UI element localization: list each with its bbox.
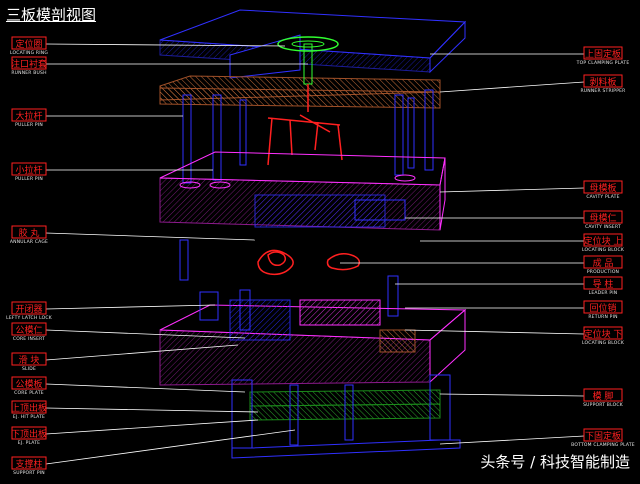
- right-label-en: TOP CLAMPING PLATE: [576, 60, 630, 66]
- left-label-zh: 定位圈: [15, 38, 42, 50]
- leader-line: [45, 429, 296, 465]
- left-label-en: LEFTY LATCH LOCK: [6, 315, 53, 321]
- left-label-zh: 下顶出板: [11, 428, 47, 440]
- left-label-zh: 公模板: [15, 378, 42, 390]
- right-label-zh: 下固定板: [585, 430, 621, 442]
- left-label-zh: 上顶出板: [11, 402, 47, 414]
- leader-lines: [45, 43, 585, 465]
- left-label-zh: 滑 块: [19, 354, 40, 366]
- right-label-en: LOCATING BLOCK: [582, 247, 625, 253]
- left-label-en: SUPPORT PIN: [13, 470, 45, 476]
- right-label-en: CAVITY PLATE: [586, 194, 619, 200]
- runner-stripper-plate: [159, 75, 441, 109]
- leader-line: [45, 383, 246, 393]
- right-label-en: BOTTOM CLAMPING PLATE: [571, 442, 635, 448]
- right-label-zh: 剥料板: [589, 76, 616, 88]
- left-label-en: RUNNER BUSH: [11, 70, 46, 76]
- left-label-en: CORE INSERT: [13, 336, 45, 342]
- right-label-zh: 导 柱: [593, 278, 614, 290]
- leader-line: [45, 329, 246, 339]
- left-label-zh: 小拉杆: [15, 164, 42, 176]
- page-title: 三板模剖视图: [6, 6, 97, 24]
- leader-line: [45, 232, 256, 241]
- left-label-en: ANNULAR CAGE: [10, 239, 48, 245]
- left-label-en: EJ. HIT PLATE: [13, 414, 45, 420]
- leader-line: [45, 419, 259, 435]
- right-label-en: RUNNER STRIPPER: [580, 88, 625, 94]
- right-label-zh: 母模板: [589, 182, 616, 194]
- runner-system: [267, 84, 343, 166]
- watermark-text: 头条号 / 科技智能制造: [480, 453, 630, 471]
- leader-line: [45, 407, 259, 413]
- left-label-en: PULLER PIN: [15, 122, 43, 128]
- right-label-en: PRODUCTION: [587, 269, 619, 275]
- left-label-zh: 大拉杆: [15, 110, 42, 122]
- leader-line: [45, 344, 239, 361]
- right-label-zh: 模 脚: [593, 391, 614, 402]
- left-label-en: SLIDE: [22, 366, 36, 372]
- right-label-zh: 成 品: [593, 257, 614, 269]
- left-label-zh: 支撑柱: [15, 458, 42, 470]
- leader-line: [439, 81, 585, 93]
- left-label-zh: 开闭器: [15, 303, 42, 315]
- right-label-en: SUPPORT BLOCK: [583, 402, 624, 408]
- leader-line: [439, 187, 585, 193]
- support-blocks: [231, 374, 461, 459]
- left-label-en: PULLER PIN: [15, 176, 43, 182]
- right-label-en: LOCATING BLOCK: [582, 340, 625, 346]
- right-label-en: CAVITY INSERT: [585, 224, 621, 230]
- leader-line: [439, 435, 585, 445]
- right-label-en: LEADER PIN: [589, 290, 618, 296]
- left-label-zh: 注口衬套: [11, 58, 47, 70]
- left-label-en: CORE PLATE: [14, 390, 44, 396]
- right-label-zh: 母模仁: [589, 212, 616, 224]
- left-label-zh: 公模仁: [15, 324, 42, 336]
- leader-line: [439, 393, 585, 397]
- leader-line: [404, 329, 585, 335]
- right-label-zh: 定位块 下: [584, 328, 623, 340]
- leader-line: [45, 304, 216, 310]
- right-label-zh: 回位销: [589, 302, 616, 314]
- right-label-zh: 定位块 上: [584, 235, 623, 247]
- cavity-plate: [159, 151, 446, 231]
- left-label-en: LOCATING RING: [10, 50, 48, 56]
- right-label-zh: 上固定板: [585, 48, 621, 60]
- left-label-en: EJ. PLATE: [18, 440, 40, 446]
- product-parts: [257, 249, 361, 276]
- right-label-en: RETURN PIN: [588, 314, 617, 320]
- left-label-zh: 胶 丸: [19, 227, 40, 239]
- leader-line: [45, 43, 286, 47]
- core-plate: [159, 291, 467, 386]
